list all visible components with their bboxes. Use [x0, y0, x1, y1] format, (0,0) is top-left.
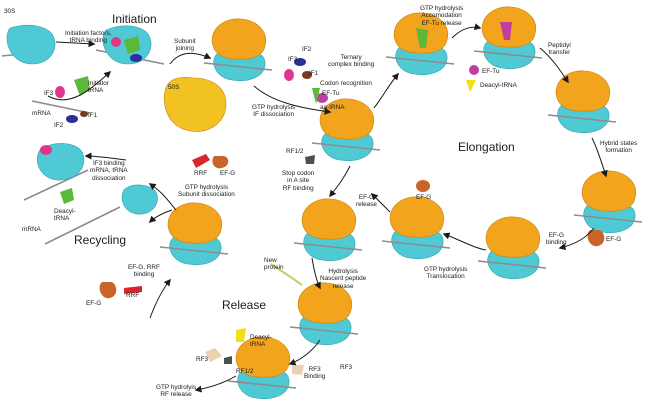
- label-ef-g-b: EF-G: [416, 194, 432, 201]
- label-deacyl-trna-b: Deacyl-tRNA: [250, 334, 272, 349]
- label-ef-g-a: EF-G: [606, 236, 622, 243]
- label-ef-tu-b: EF-Tu: [482, 68, 500, 75]
- label-rf12-b: RF1/2: [236, 368, 254, 375]
- label-rrf-b: RRF: [194, 170, 208, 177]
- phase-title-recycling: Recycling: [74, 233, 127, 247]
- label-ef-g-d: EF-G: [220, 170, 236, 177]
- label-if1-a: IF1: [88, 112, 98, 119]
- phase-title-release: Release: [222, 298, 267, 312]
- small-subunit-shapes: [6, 25, 158, 215]
- label-30s: 30S: [4, 8, 16, 15]
- large-subunit-50s: [163, 76, 227, 132]
- label-init-factors: Initiation factors,tRNA binding: [65, 30, 112, 45]
- label-ef-g-c: EF-G: [86, 300, 102, 307]
- phase-title-initiation: Initiation: [112, 12, 157, 26]
- label-codon-recognition: Codon recognition: [320, 80, 372, 87]
- ribosome-complexes: [159, 6, 643, 400]
- label-mrna-b: mRNA: [22, 226, 41, 233]
- label-rrf-a: RRF: [126, 292, 140, 299]
- label-rf3-b: RF3: [196, 356, 209, 363]
- label-aa-trna: aa-tRNA: [320, 104, 345, 111]
- cycle-arrows: [47, 23, 608, 393]
- label-if3-b: IF3: [288, 56, 298, 63]
- label-rf12-a: RF1/2: [286, 148, 304, 155]
- label-deacyl-trna-a: Deacyl-tRNA: [480, 82, 517, 89]
- label-rf3-a: RF3: [340, 364, 353, 371]
- label-if2-b: IF2: [302, 46, 312, 53]
- label-if3-a: IF3: [44, 90, 54, 97]
- label-if2-a: IF2: [54, 122, 64, 129]
- label-deacyl-trna-c: Deacyl-tRNA: [54, 208, 76, 223]
- label-if1-b: IF1: [309, 70, 319, 77]
- label-ef-tu-a: EF-Tu: [322, 90, 340, 97]
- label-mrna-a: mRNA: [32, 110, 51, 117]
- label-50s: 50S: [168, 84, 180, 91]
- phase-title-elongation: Elongation: [458, 140, 515, 154]
